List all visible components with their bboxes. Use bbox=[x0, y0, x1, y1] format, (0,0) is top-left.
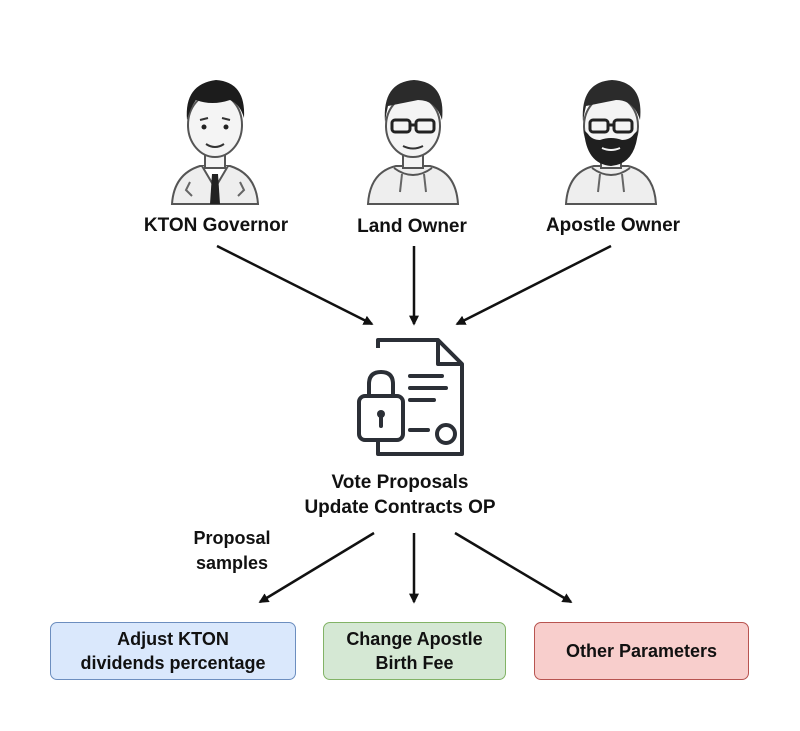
outcome-change-apostle-birth-fee: Change Apostle Birth Fee bbox=[323, 622, 506, 680]
proposal-title-line1: Vote Proposals bbox=[331, 472, 469, 493]
governor-avatar-icon bbox=[170, 80, 260, 205]
outcome-2-line1: Change Apostle bbox=[346, 629, 483, 649]
proposal-title-line2: Update Contracts OP bbox=[304, 497, 496, 518]
role-label-kton-governor: KTON Governor bbox=[143, 215, 289, 236]
apostle-owner-avatar-icon bbox=[564, 80, 658, 205]
land-owner-avatar-icon bbox=[366, 80, 460, 205]
outcome-1-line1: Adjust KTON bbox=[117, 629, 229, 649]
outcome-3-line1: Other Parameters bbox=[565, 641, 718, 661]
proposal-samples-note: Proposal samples bbox=[158, 526, 306, 576]
arrow-proposal-to-other-parameters bbox=[454, 531, 573, 604]
outcome-other-parameters: Other Parameters bbox=[534, 622, 749, 680]
samples-note-line1: Proposal bbox=[193, 528, 271, 548]
outcome-1-line2: dividends percentage bbox=[80, 653, 266, 673]
role-label-land-owner: Land Owner bbox=[357, 216, 467, 237]
arrow-governor-to-proposal bbox=[216, 244, 374, 326]
arrow-proposal-to-kton-dividends bbox=[258, 531, 375, 604]
samples-note-line2: samples bbox=[195, 553, 269, 573]
outcome-adjust-kton-dividends: Adjust KTON dividends percentage bbox=[50, 622, 296, 680]
role-label-apostle-owner: Apostle Owner bbox=[545, 215, 681, 236]
locked-document-icon bbox=[357, 338, 464, 456]
proposal-title: Vote Proposals Update Contracts OP bbox=[250, 470, 550, 520]
arrow-apostle-owner-to-proposal bbox=[455, 244, 612, 326]
outcome-2-line2: Birth Fee bbox=[375, 653, 454, 673]
